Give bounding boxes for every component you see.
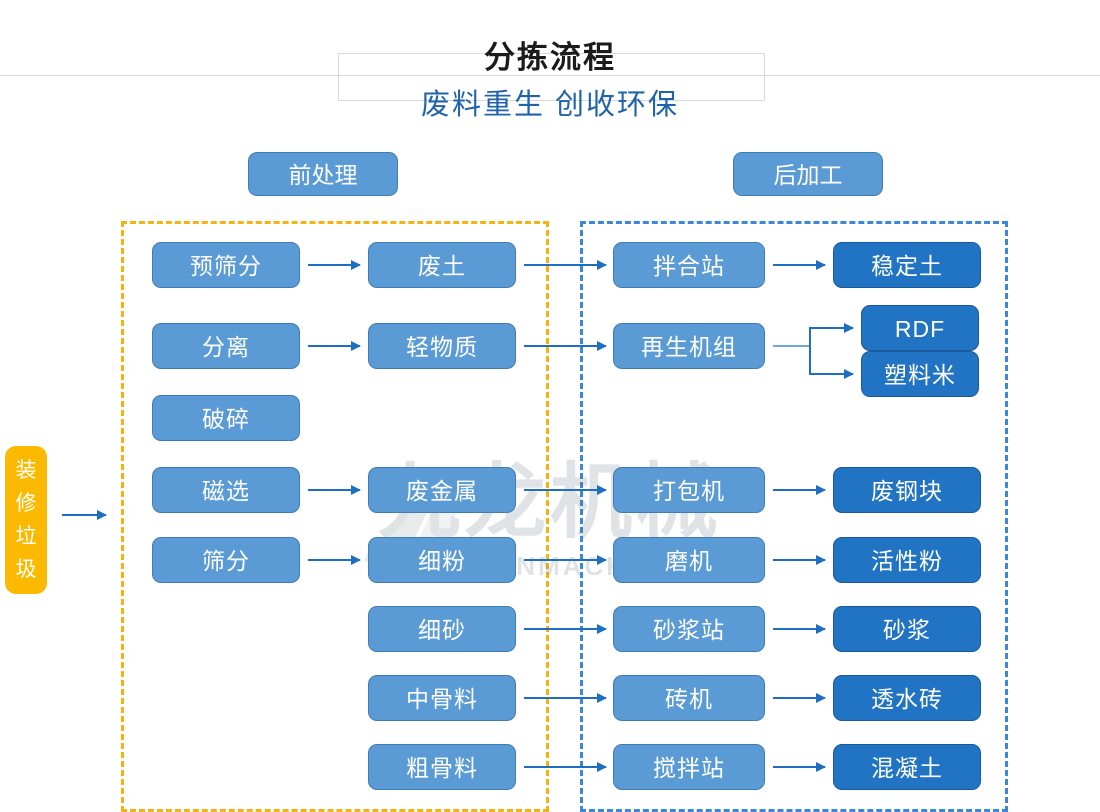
node-medium-aggregate[interactable]: 中骨料 xyxy=(368,675,516,721)
node-rdf[interactable]: RDF xyxy=(861,305,979,351)
source-char-4: 圾 xyxy=(15,558,37,581)
node-plastic-pellets[interactable]: 塑料米 xyxy=(861,351,979,397)
arrow-sieving-to-finepowder xyxy=(308,555,361,565)
page-subtitle: 废料重生 创收环保 xyxy=(420,89,680,121)
branch-spine-recycling xyxy=(809,327,811,373)
arrow-separation-to-lightmaterial xyxy=(308,341,361,351)
node-light-material[interactable]: 轻物质 xyxy=(368,323,516,369)
branch-stem-recycling xyxy=(773,345,809,347)
arrow-recycling-to-plasticpellets xyxy=(809,369,854,379)
arrow-mixingstation-to-stabilizedsoil xyxy=(773,260,826,270)
stage-header-postprocessing[interactable]: 后加工 xyxy=(733,152,883,196)
arrow-concretestation-to-concrete xyxy=(773,762,826,772)
node-mortar[interactable]: 砂浆 xyxy=(833,606,981,652)
node-baler[interactable]: 打包机 xyxy=(613,467,765,513)
node-separation[interactable]: 分离 xyxy=(152,323,300,369)
arrow-coarseaggregate-to-concretestation xyxy=(524,762,607,772)
source-node-construction-waste[interactable]: 装 修 垃 圾 xyxy=(5,446,47,594)
node-pre-screening[interactable]: 预筛分 xyxy=(152,242,300,288)
arrow-finepowder-to-grinder xyxy=(524,555,607,565)
node-fine-sand[interactable]: 细砂 xyxy=(368,606,516,652)
stage-header-pretreatment[interactable]: 前处理 xyxy=(248,152,398,196)
node-concrete[interactable]: 混凝土 xyxy=(833,744,981,790)
source-char-3: 垃 xyxy=(15,525,37,548)
node-fine-powder[interactable]: 细粉 xyxy=(368,537,516,583)
node-coarse-aggregate[interactable]: 粗骨料 xyxy=(368,744,516,790)
page-title: 分拣流程 xyxy=(484,40,616,75)
node-crushing[interactable]: 破碎 xyxy=(152,395,300,441)
node-scrap-steel[interactable]: 废钢块 xyxy=(833,467,981,513)
node-concrete-station[interactable]: 搅拌站 xyxy=(613,744,765,790)
source-char-2: 修 xyxy=(15,492,37,515)
arrow-scrapmetal-to-baler xyxy=(524,485,607,495)
node-waste-soil[interactable]: 废土 xyxy=(368,242,516,288)
arrow-recycling-to-rdf xyxy=(809,323,854,333)
arrow-lightmaterial-to-recycling xyxy=(524,341,607,351)
arrow-brickmachine-to-permeablebrick xyxy=(773,693,826,703)
node-mixing-station[interactable]: 拌合站 xyxy=(613,242,765,288)
arrow-mortarstation-to-mortar xyxy=(773,624,826,634)
group-frame-postprocessing xyxy=(580,221,1008,812)
header-divider-line xyxy=(0,75,1100,76)
arrow-source-to-pretreatment xyxy=(62,510,107,520)
arrow-mediumaggregate-to-brickmachine xyxy=(524,693,607,703)
arrow-grinder-to-activepowder xyxy=(773,555,826,565)
node-stabilized-soil[interactable]: 稳定土 xyxy=(833,242,981,288)
node-grinder[interactable]: 磨机 xyxy=(613,537,765,583)
arrow-magnetic-to-scrapmetal xyxy=(308,485,361,495)
node-magnetic-separation[interactable]: 磁选 xyxy=(152,467,300,513)
node-sieving[interactable]: 筛分 xyxy=(152,537,300,583)
arrow-finesand-to-mortarstation xyxy=(524,624,607,634)
group-frame-pretreatment xyxy=(121,221,549,812)
title-frame xyxy=(338,53,765,101)
source-char-1: 装 xyxy=(15,459,37,482)
node-scrap-metal[interactable]: 废金属 xyxy=(368,467,516,513)
arrow-baler-to-scrapsteel xyxy=(773,485,826,495)
arrow-prescreening-to-wastesoil xyxy=(308,260,361,270)
node-recycling-unit[interactable]: 再生机组 xyxy=(613,323,765,369)
node-mortar-station[interactable]: 砂浆站 xyxy=(613,606,765,652)
node-active-powder[interactable]: 活性粉 xyxy=(833,537,981,583)
node-permeable-brick[interactable]: 透水砖 xyxy=(833,675,981,721)
node-brick-machine[interactable]: 砖机 xyxy=(613,675,765,721)
arrow-wastesoil-to-mixingstation xyxy=(524,260,607,270)
